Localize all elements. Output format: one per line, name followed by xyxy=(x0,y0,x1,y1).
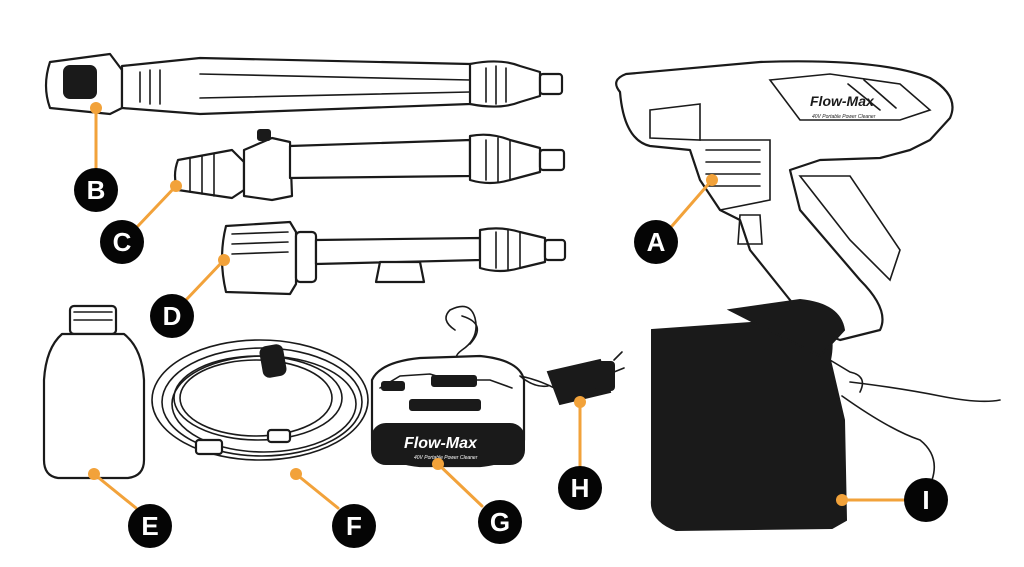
callout-a: A xyxy=(634,174,718,264)
spray-gun-a: Flow-Max 40V Portable Power Cleaner xyxy=(616,61,952,340)
gun-tagline: 40V Portable Power Cleaner xyxy=(812,114,876,120)
callout-e: E xyxy=(88,468,172,548)
callout-d: D xyxy=(150,254,230,338)
callout-g: G xyxy=(432,458,522,544)
callout-label-f: F xyxy=(346,511,362,541)
callout-label-e: E xyxy=(141,511,158,541)
extension-wand-b xyxy=(46,54,562,114)
callout-label-g: G xyxy=(490,507,510,537)
callout-label-a: A xyxy=(647,227,666,257)
callout-label-d: D xyxy=(163,301,182,331)
callout-label-h: H xyxy=(571,473,590,503)
foam-nozzle-d xyxy=(222,222,565,294)
gun-logo: Flow-Max xyxy=(810,93,875,109)
battery-tagline: 40V Portable Power Cleaner xyxy=(414,455,478,461)
callout-i: I xyxy=(836,478,948,522)
mesh-bag-i xyxy=(652,300,1000,530)
battery-logo: Flow-Max xyxy=(404,435,478,452)
turbo-wand-c xyxy=(175,130,564,200)
detergent-bottle-e xyxy=(44,306,144,478)
wall-charger-h xyxy=(520,352,624,404)
battery-g: Flow-Max 40V Portable Power Cleaner xyxy=(372,306,558,466)
callout-h: H xyxy=(558,396,602,510)
callout-label-b: B xyxy=(87,175,106,205)
callout-f: F xyxy=(290,468,376,548)
callout-label-i: I xyxy=(922,485,929,515)
coiled-hose-f xyxy=(152,340,368,460)
callout-b: B xyxy=(74,102,118,212)
callout-label-c: C xyxy=(113,227,132,257)
